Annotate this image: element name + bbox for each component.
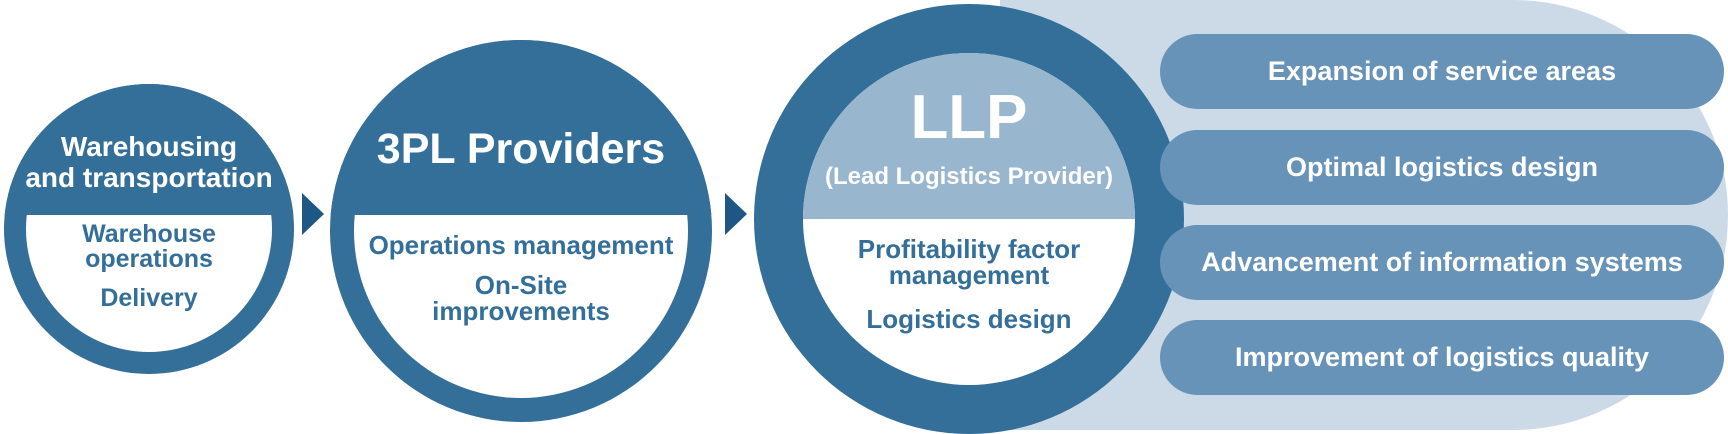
benefit-label-1: Expansion of service areas	[1267, 56, 1617, 86]
stage2-circle: 3PL Providers Operations management On-S…	[330, 40, 712, 422]
benefit-pill-2: Optimal logistics design	[1160, 130, 1724, 205]
stage1-title-line-1: Warehousing	[60, 131, 238, 162]
benefit-pill-4: Improvement of logistics quality	[1160, 320, 1724, 395]
benefit-label-2: Optimal logistics design	[1285, 152, 1599, 182]
arrow-2-icon	[725, 193, 747, 235]
stage3-body-line-3: Logistics design	[866, 304, 1072, 334]
stage1-cover	[4, 84, 294, 215]
stage2-body: Operations management On-Site improvemen…	[330, 232, 712, 324]
stage1-body: Warehouse operations Delivery	[4, 222, 294, 311]
stage3-body-line-1: Profitability factor	[857, 234, 1081, 264]
stage2-body-line-3: improvements	[432, 296, 610, 326]
stage3-body-line-2: management	[888, 260, 1050, 290]
stage1-circle: Warehousing and transportation Warehouse…	[4, 84, 294, 374]
stage3-subtitle: (Lead Logistics Provider)	[824, 163, 1114, 190]
stage3-title: LLP	[910, 83, 1028, 152]
benefit-label-3: Advancement of information systems	[1201, 247, 1683, 277]
stage2-cover	[330, 40, 712, 215]
stage2-body-line-2: On-Site	[474, 270, 568, 300]
stage1-title-line-2: and transportation	[25, 161, 273, 193]
stage1-body-line-3: Delivery	[100, 284, 198, 312]
stage3-cover	[803, 53, 1135, 219]
stage3-inner	[803, 53, 1135, 385]
benefit-label-4: Improvement of logistics quality	[1234, 342, 1650, 372]
benefit-pill-3: Advancement of information systems	[1160, 225, 1724, 300]
arrow-1-icon	[302, 193, 324, 235]
stage2-body-line-1: Operations management	[368, 230, 674, 260]
stage1-body-line-1: Warehouse	[82, 220, 216, 248]
stage3-circle: LLP (Lead Logistics Provider) Profitabil…	[754, 4, 1184, 434]
stage1-body-line-2: operations	[85, 245, 213, 273]
benefit-pill-1: Expansion of service areas	[1160, 34, 1724, 109]
stage1-title: Warehousing and transportation	[4, 131, 294, 194]
stage3-body: Profitability factor management Logistic…	[754, 236, 1184, 332]
stage2-title: 3PL Providers	[376, 125, 666, 173]
